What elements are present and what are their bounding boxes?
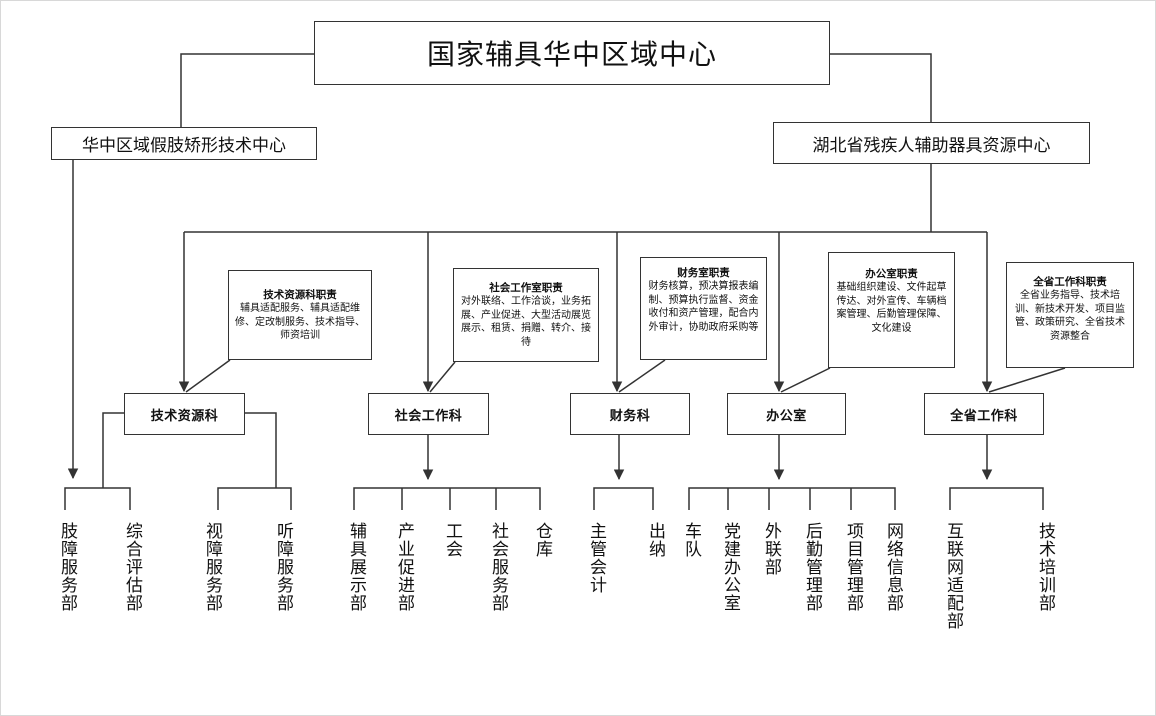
department-name: 全省工作科 (950, 408, 1018, 424)
unit-fujuzhanshi: 辅具展示部 (346, 522, 366, 612)
department-box-quansheng: 全省工作科 (924, 393, 1044, 435)
department-box-jishu: 技术资源科 (124, 393, 245, 435)
duty-note-jishu: 技术资源科职责 辅具适配服务、辅具适配维修、定改制服务、技术指导、师资培训 (228, 270, 372, 360)
line-top-to-right-center (830, 53, 932, 122)
link-note-shehui (429, 361, 456, 393)
jishu-right-branch (244, 412, 277, 488)
department-name: 财务科 (609, 408, 651, 424)
left-center-box: 华中区域假肢矫形技术中心 (51, 127, 317, 160)
department-name: 技术资源科 (150, 408, 219, 424)
unit-houqin: 后勤管理部 (802, 522, 822, 612)
department-name: 办公室 (766, 408, 807, 424)
unit-zhizhang: 肢障服务部 (57, 522, 77, 612)
duty-note-caiwu: 财务室职责 财务核算，预决算报表编制、预算执行监督、资金收付和资产管理，配合内外… (640, 257, 767, 360)
link-note-bangong (780, 367, 831, 393)
duty-note-title: 财务室职责 (677, 267, 730, 279)
unit-dangjian: 党建办公室 (720, 522, 740, 612)
duty-note-title: 办公室职责 (865, 268, 918, 280)
unit-zhuguankuaiji: 主管会计 (586, 522, 606, 594)
duty-note-body: 对外联络、工作洽谈，业务拓展、产业促进、大型活动展览展示、租赁、捐赠、转介、接待 (461, 296, 591, 348)
duty-note-title: 技术资源科职责 (263, 289, 337, 301)
right-center-box: 湖北省残疾人辅助器具资源中心 (773, 122, 1090, 164)
bracket-jishu-units (217, 487, 292, 510)
department-box-shehui: 社会工作科 (368, 393, 489, 435)
left-center-title: 华中区域假肢矫形技术中心 (82, 136, 286, 156)
bracket-shehui-units (353, 487, 541, 510)
bracket-quansheng-units (949, 487, 1044, 510)
line-top-to-left-center (180, 53, 314, 127)
top-center-title: 国家辅具华中区域中心 (426, 38, 717, 71)
duty-note-body: 全省业务指导、技术培训、新技术开发、项目监管、政策研究、全省技术资源整合 (1015, 290, 1125, 342)
link-note-caiwu (618, 359, 666, 393)
bracket-caiwu-units (593, 487, 654, 510)
top-center-box: 国家辅具华中区域中心 (314, 21, 830, 85)
duty-note-body: 财务核算，预决算报表编制、预算执行监督、资金收付和资产管理，配合内外审计，协助政… (648, 281, 759, 333)
department-box-caiwu: 财务科 (570, 393, 690, 435)
unit-tingzhang: 听障服务部 (273, 522, 293, 612)
department-box-bangong: 办公室 (727, 393, 846, 435)
unit-cangku: 仓库 (532, 522, 552, 558)
unit-hulianwang: 互联网适配部 (943, 522, 963, 630)
unit-gonghui: 工会 (442, 522, 462, 558)
unit-chuna: 出纳 (645, 522, 665, 558)
bracket-bangong-units (688, 487, 896, 510)
right-center-title: 湖北省残疾人辅助器具资源中心 (812, 135, 1051, 156)
unit-jishupeixun: 技术培训部 (1035, 522, 1055, 612)
unit-zonghe: 综合评估部 (122, 522, 142, 612)
unit-shizhang: 视障服务部 (202, 522, 222, 612)
unit-wailian: 外联部 (761, 522, 781, 576)
duty-note-title: 全省工作科职责 (1033, 276, 1107, 288)
department-name: 社会工作科 (394, 408, 463, 424)
unit-chedui: 车队 (681, 522, 701, 558)
duty-note-body: 基础组织建设、文件起草传达、对外宣传、车辆档案管理、后勤管理保障、文化建设 (836, 282, 947, 334)
unit-xiangmu: 项目管理部 (843, 522, 863, 612)
duty-note-title: 社会工作室职责 (489, 282, 563, 294)
jishu-left-branch (102, 412, 125, 488)
duty-note-quansheng: 全省工作科职责 全省业务指导、技术培训、新技术开发、项目监管、政策研究、全省技术… (1006, 262, 1134, 368)
duty-note-shehui: 社会工作室职责 对外联络、工作洽谈，业务拓展、产业促进、大型活动展览展示、租赁、… (453, 268, 599, 362)
unit-shehuifuwu: 社会服务部 (488, 522, 508, 612)
unit-chanye: 产业促进部 (394, 522, 414, 612)
duty-note-bangong: 办公室职责 基础组织建设、文件起草传达、对外宣传、车辆档案管理、后勤管理保障、文… (828, 252, 955, 368)
bracket-left-units (64, 487, 131, 510)
unit-wangluo: 网络信息部 (883, 522, 903, 612)
duty-note-body: 辅具适配服务、辅具适配维修、定改制服务、技术指导、师资培训 (235, 303, 365, 341)
link-note-quansheng (988, 367, 1066, 393)
link-note-jishu (185, 359, 231, 393)
